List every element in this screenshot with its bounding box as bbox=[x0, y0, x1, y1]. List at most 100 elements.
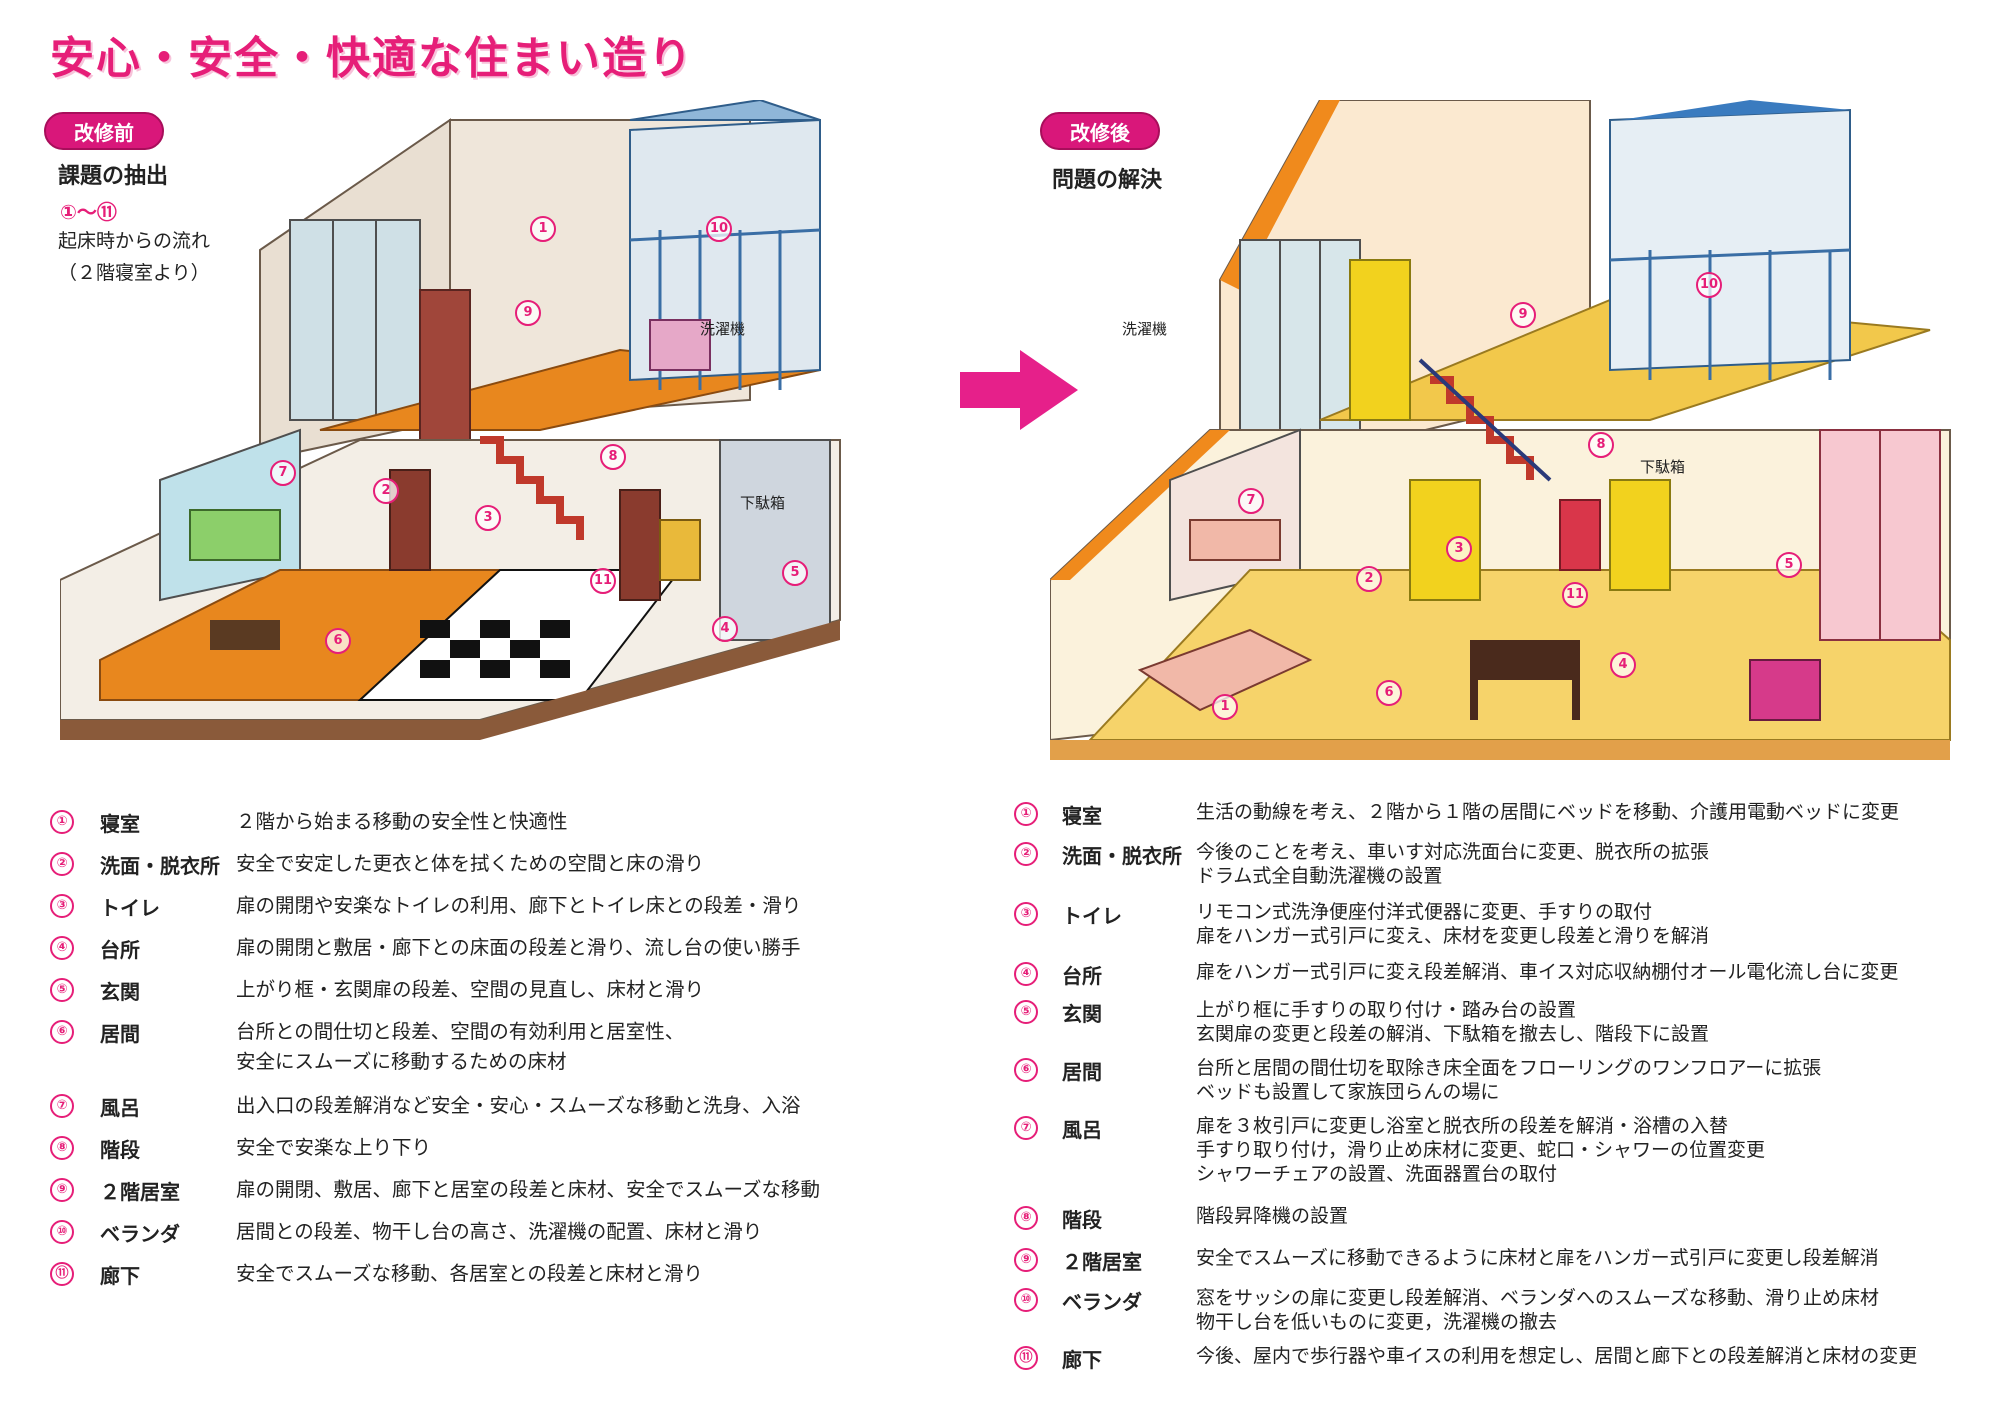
item-room: ２階居室 bbox=[1062, 1250, 1142, 1274]
item-room: 居間 bbox=[100, 1022, 140, 1046]
item-number: ⑪ bbox=[1014, 1346, 1038, 1370]
item-number: ⑥ bbox=[1014, 1058, 1038, 1082]
item-desc: ２階から始まる移動の安全性と快適性 bbox=[236, 810, 568, 833]
item-number: ⑧ bbox=[1014, 1206, 1038, 1230]
after-marker-8: 8 bbox=[1588, 432, 1614, 458]
item-room: トイレ bbox=[1062, 904, 1122, 928]
item-room: 居間 bbox=[1062, 1060, 1102, 1084]
item-desc: 今後のことを考え、車いす対応洗面台に変更、脱衣所の拡張 bbox=[1196, 841, 1710, 863]
item-desc: 安全でスムーズな移動、各居室との段差と床材と滑り bbox=[236, 1262, 703, 1285]
after-marker-3: 3 bbox=[1446, 536, 1472, 562]
item-room: ベランダ bbox=[1062, 1290, 1142, 1314]
item-number: ⑤ bbox=[1014, 1000, 1038, 1024]
item-room: 洗面・脱衣所 bbox=[100, 854, 220, 878]
before-marker-1: 1 bbox=[530, 216, 556, 242]
item-number: ⑨ bbox=[50, 1178, 74, 1202]
before-heading: 課題の抽出 bbox=[58, 164, 169, 189]
item-room: 洗面・脱衣所 bbox=[1062, 844, 1182, 868]
item-desc: 扉をハンガー式引戸に変え、床材を変更し段差と滑りを解消 bbox=[1196, 925, 1710, 947]
item-number: ⑪ bbox=[50, 1262, 74, 1286]
item-number: ② bbox=[50, 852, 74, 876]
item-desc: 居間との段差、物干し台の高さ、洗濯機の配置、床材と滑り bbox=[236, 1220, 763, 1243]
item-desc: 手すり取り付け，滑り止め床材に変更、蛇口・シャワーの位置変更 bbox=[1196, 1139, 1766, 1161]
before-marker-2: 2 bbox=[373, 478, 399, 504]
before-marker-6: 6 bbox=[325, 628, 351, 654]
after-marker-2: 2 bbox=[1356, 566, 1382, 592]
item-room: 寝室 bbox=[1062, 804, 1102, 828]
item-desc: 今後、屋内で歩行器や車イスの利用を想定し、居間と廊下との段差解消と床材の変更 bbox=[1196, 1345, 1918, 1367]
item-number: ④ bbox=[50, 936, 74, 960]
item-desc: 安全で安楽な上り下り bbox=[236, 1136, 432, 1159]
page-title: 安心・安全・快適な住まい造り bbox=[50, 33, 694, 84]
item-room: トイレ bbox=[100, 896, 160, 920]
item-number: ⑨ bbox=[1014, 1248, 1038, 1272]
item-number: ③ bbox=[50, 894, 74, 918]
item-desc: 扉をハンガー式引戸に変え段差解消、車イス対応収納棚付オール電化流し台に変更 bbox=[1196, 961, 1899, 983]
item-number: ⑥ bbox=[50, 1020, 74, 1044]
item-room: 寝室 bbox=[100, 812, 140, 836]
item-desc: シャワーチェアの設置、洗面器置台の取付 bbox=[1196, 1163, 1558, 1185]
after-marker-1: 1 bbox=[1212, 694, 1238, 720]
item-room: 台所 bbox=[1062, 964, 1102, 988]
before-marker-5: 5 bbox=[782, 560, 808, 586]
before-marker-11: 11 bbox=[590, 568, 616, 594]
item-desc: 扉の開閉と敷居・廊下との床面の段差と滑り、流し台の使い勝手 bbox=[236, 936, 801, 959]
before-marker-10: 10 bbox=[706, 216, 732, 242]
item-desc: 台所と居間の間仕切を取除き床全面をフローリングのワンフロアーに拡張 bbox=[1196, 1057, 1822, 1079]
item-room: 廊下 bbox=[100, 1264, 140, 1288]
item-number: ⑧ bbox=[50, 1136, 74, 1160]
before-marker-3: 3 bbox=[475, 505, 501, 531]
item-number: ⑩ bbox=[50, 1220, 74, 1244]
item-number: ④ bbox=[1014, 962, 1038, 986]
after-callout-shoe-box: 下駄箱 bbox=[1640, 458, 1686, 476]
item-room: 階段 bbox=[1062, 1208, 1102, 1232]
after-marker-5: 5 bbox=[1776, 552, 1802, 578]
item-desc: 安全でスムーズに移動できるように床材と扉をハンガー式引戸に変更し段差解消 bbox=[1196, 1247, 1879, 1269]
item-room: 廊下 bbox=[1062, 1348, 1102, 1372]
item-room: ベランダ bbox=[100, 1222, 180, 1246]
item-number: ⑦ bbox=[1014, 1116, 1038, 1140]
after-marker-10: 10 bbox=[1696, 272, 1722, 298]
after-house-illustration bbox=[1050, 100, 1951, 760]
item-desc: 台所との間仕切と段差、空間の有効利用と居室性、 bbox=[236, 1020, 685, 1043]
before-callout-shoe-box: 下駄箱 bbox=[740, 494, 786, 512]
item-desc: 物干し台を低いものに変更，洗濯機の撤去 bbox=[1196, 1311, 1558, 1333]
item-desc: ドラム式全自動洗濯機の設置 bbox=[1196, 865, 1443, 887]
item-desc: 安全にスムーズに移動するための床材 bbox=[236, 1050, 567, 1073]
item-desc: 上がり框・玄関扉の段差、空間の見直し、床材と滑り bbox=[236, 978, 705, 1001]
before-note-line2: （２階寝室より） bbox=[58, 262, 210, 284]
after-marker-6: 6 bbox=[1376, 680, 1402, 706]
before-callout-washer: 洗濯機 bbox=[700, 320, 746, 338]
item-number: ⑦ bbox=[50, 1094, 74, 1118]
item-number: ⑤ bbox=[50, 978, 74, 1002]
before-badge: 改修前 bbox=[44, 112, 164, 150]
item-room: 玄関 bbox=[1062, 1002, 1102, 1026]
item-room: 風呂 bbox=[100, 1096, 140, 1120]
item-desc: リモコン式洗浄便座付洋式便器に変更、手すりの取付 bbox=[1196, 901, 1653, 923]
after-callout-washer: 洗濯機 bbox=[1122, 320, 1168, 338]
before-marker-9: 9 bbox=[515, 300, 541, 326]
item-desc: 上がり框に手すりの取り付け・踏み台の設置 bbox=[1196, 999, 1577, 1021]
after-badge: 改修後 bbox=[1040, 112, 1160, 150]
item-number: ① bbox=[50, 810, 74, 834]
before-marker-7: 7 bbox=[270, 460, 296, 486]
item-desc: 窓をサッシの扉に変更し段差解消、ベランダへのスムーズな移動、滑り止め床材 bbox=[1196, 1287, 1880, 1309]
after-heading: 問題の解決 bbox=[1052, 168, 1163, 193]
item-desc: 扉の開閉や安楽なトイレの利用、廊下とトイレ床との段差・滑り bbox=[236, 894, 802, 917]
after-marker-11: 11 bbox=[1562, 582, 1588, 608]
item-room: 玄関 bbox=[100, 980, 140, 1004]
item-number: ⑩ bbox=[1014, 1288, 1038, 1312]
after-marker-7: 7 bbox=[1238, 488, 1264, 514]
item-desc: 玄関扉の変更と段差の解消、下駄箱を撤去し、階段下に設置 bbox=[1196, 1023, 1710, 1045]
item-desc: 階段昇降機の設置 bbox=[1196, 1205, 1349, 1227]
after-marker-9: 9 bbox=[1510, 302, 1536, 328]
item-desc: 扉を３枚引戸に変更し浴室と脱衣所の段差を解消・浴槽の入替 bbox=[1196, 1115, 1729, 1137]
item-desc: 生活の動線を考え、２階から１階の居間にベッドを移動、介護用電動ベッドに変更 bbox=[1196, 801, 1900, 823]
before-house-illustration bbox=[60, 100, 841, 740]
before-note-line1: 起床時からの流れ bbox=[58, 230, 211, 252]
item-desc: 出入口の段差解消など安全・安心・スムーズな移動と洗身、入浴 bbox=[236, 1094, 801, 1117]
item-room: 風呂 bbox=[1062, 1118, 1102, 1142]
before-marker-8: 8 bbox=[600, 444, 626, 470]
transition-arrow-icon bbox=[960, 350, 1078, 430]
item-room: 台所 bbox=[100, 938, 140, 962]
